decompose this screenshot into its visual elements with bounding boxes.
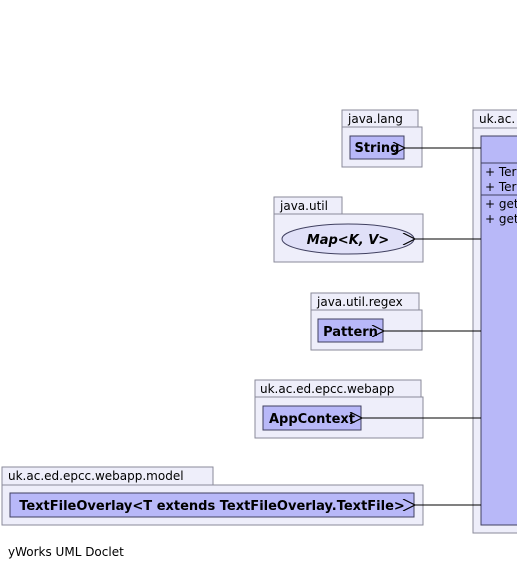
package-java-util-regex-label: java.util.regex: [316, 295, 403, 309]
class-appcontext-label: AppContext: [269, 412, 355, 427]
package-webapp-label: uk.ac.ed.epcc.webapp: [260, 382, 394, 396]
package-webapp: uk.ac.ed.epcc.webapp AppContext: [254, 379, 424, 439]
interface-map[interactable]: Map<K, V>: [281, 223, 415, 255]
interface-map-label: Map<K, V>: [307, 233, 389, 248]
package-webapp-model-label: uk.ac.ed.epcc.webapp.model: [8, 469, 184, 483]
class-string-label: String: [354, 141, 399, 156]
package-java-util: java.util Map<K, V>: [273, 196, 424, 263]
class-appcontext[interactable]: AppContext: [262, 405, 362, 431]
class-pattern[interactable]: Pattern: [317, 318, 384, 343]
class-pattern-label: Pattern: [323, 325, 378, 340]
method-2: + get: [485, 212, 517, 226]
class-main[interactable]: + Ter + Ter + get + get: [480, 135, 517, 526]
field-1: + Ter: [485, 165, 517, 179]
package-java-lang-label: java.lang: [347, 112, 403, 126]
package-java-util-label: java.util: [279, 199, 328, 213]
class-string[interactable]: String: [349, 135, 405, 160]
package-main-label: uk.ac.: [479, 112, 515, 126]
field-2: + Ter: [485, 180, 517, 194]
footer-credit: yWorks UML Doclet: [8, 545, 124, 559]
package-main: uk.ac. + Ter + Ter + get + get: [472, 109, 517, 534]
method-1: + get: [485, 197, 517, 211]
package-webapp-model: uk.ac.ed.epcc.webapp.model TextFileOverl…: [1, 466, 424, 526]
package-java-lang: java.lang String: [341, 109, 423, 168]
class-textfileoverlay[interactable]: TextFileOverlay<T extends TextFileOverla…: [9, 492, 415, 518]
class-textfileoverlay-label: TextFileOverlay<T extends TextFileOverla…: [19, 499, 405, 514]
package-java-util-regex: java.util.regex Pattern: [310, 292, 423, 351]
